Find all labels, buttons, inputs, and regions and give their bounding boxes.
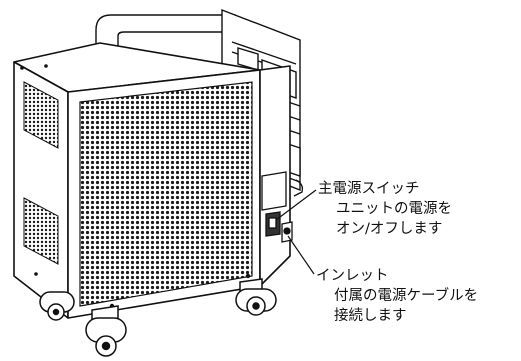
casters — [39, 278, 277, 357]
leader-lines — [275, 189, 317, 275]
switch-leader — [275, 189, 317, 221]
front-grille — [79, 81, 253, 307]
main-power-switch-label: 主電源スイッチ — [318, 181, 420, 197]
right-panel-detail — [261, 171, 304, 243]
main-power-switch-desc-2: オン/オフします — [336, 221, 443, 237]
inlet-label: インレット — [316, 268, 389, 284]
side-vents — [23, 81, 59, 265]
main-power-switch-callout: 主電源スイッチ ユニットの電源を オン/オフします — [318, 179, 452, 239]
inlet-callout: インレット 付属の電源ケーブルを 接続します — [316, 266, 478, 326]
inlet-desc-2: 接続します — [334, 308, 407, 324]
main-power-switch-desc-1: ユニットの電源を — [336, 201, 452, 217]
inlet-leader — [287, 235, 315, 275]
inlet-desc-1: 付属の電源ケーブルを — [334, 288, 479, 304]
